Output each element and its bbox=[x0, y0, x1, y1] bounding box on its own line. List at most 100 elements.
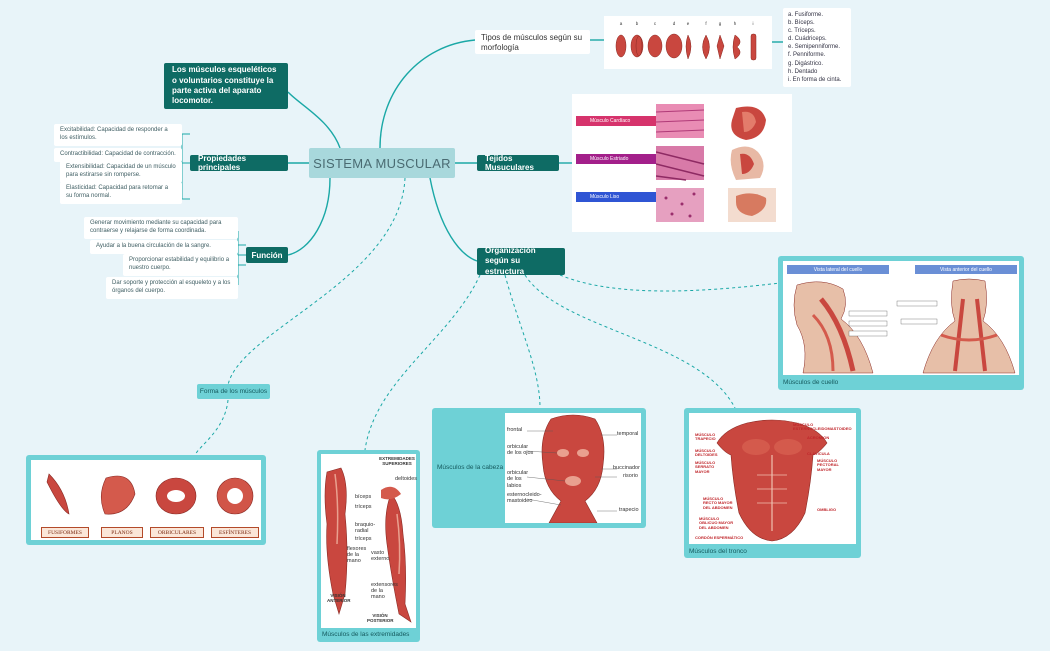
arm-label: deltoides bbox=[395, 476, 418, 482]
trunk-label: ACROMION bbox=[807, 435, 830, 440]
link-funcion bbox=[287, 177, 331, 256]
arm-label: tríceps bbox=[355, 536, 372, 542]
tronco-frame[interactable]: MÚSCULO TRAPECIO MÚSCULO DELTOIDES MÚSCU… bbox=[684, 408, 861, 558]
tipo-item: b. Bíceps. bbox=[788, 20, 815, 27]
muscle-shapes-illustration: a b c d e f g h i bbox=[615, 21, 757, 61]
shape-letter: i bbox=[753, 21, 754, 26]
link-intro bbox=[287, 91, 341, 149]
link-forma-img bbox=[194, 399, 229, 456]
tejidos-node[interactable]: Tejidos Musuculares bbox=[477, 154, 559, 172]
trunk-label: CLAVÍCULA bbox=[807, 451, 830, 456]
propiedades-node[interactable]: Propiedades principales bbox=[190, 154, 288, 172]
tronco-caption: Músculos del tronco bbox=[689, 548, 747, 555]
head-muscles-illustration bbox=[526, 414, 617, 524]
shape-letter: b bbox=[636, 21, 639, 26]
tejido-estriado-bar: Músculo Estriado bbox=[576, 154, 666, 164]
extremidades-caption: Músculos de las extremidades bbox=[322, 631, 410, 638]
trunk-label: MÚSCULO OBLICUO MAYOR DEL ABDOMEN bbox=[699, 516, 734, 530]
trunk-label: CORDÓN ESPERMÁTICO bbox=[695, 535, 744, 540]
neck-muscles-illustration bbox=[793, 278, 1016, 374]
bracket-prop bbox=[181, 133, 190, 200]
arm-label: EXTREMIDADES SUPERIORES bbox=[379, 456, 415, 466]
cuello-frame[interactable]: Vista lateral del cuello Vista anterior … bbox=[778, 256, 1024, 390]
funcion-item[interactable]: Ayudar a la buena circulación de la sang… bbox=[90, 240, 238, 254]
trunk-label: MÚSCULO ESTERNOCLEIDOMASTOIDEO bbox=[793, 422, 852, 432]
cuello-header-lateral: Vista lateral del cuello bbox=[787, 265, 889, 274]
forma-tag-fusiformes: FUSIFORMES bbox=[41, 527, 89, 538]
tipo-item: i. En forma de cinta. bbox=[788, 76, 842, 83]
extremidades-frame[interactable]: EXTREMIDADES SUPERIORES deltoides bíceps… bbox=[317, 450, 420, 642]
head-label: temporal bbox=[617, 431, 639, 437]
funcion-node[interactable]: Función bbox=[246, 247, 288, 263]
arm-label: VISIÓN POSTERIOR bbox=[367, 613, 394, 623]
tipos-list: a. Fusiforme. b. Bíceps. c. Tríceps. d. … bbox=[783, 8, 851, 87]
arm-label: extensores de la mano bbox=[371, 582, 398, 601]
shape-letter: f bbox=[705, 21, 707, 26]
shape-letter: e bbox=[687, 21, 690, 26]
arm-muscles-illustration bbox=[324, 467, 412, 623]
arm-label: tríceps bbox=[355, 504, 372, 510]
funcion-item[interactable]: Proporcionar estabilidad y equilibrio a … bbox=[123, 254, 238, 276]
tipo-item: f. Penniforme. bbox=[788, 52, 826, 59]
cuello-image: Vista lateral del cuello Vista anterior … bbox=[783, 261, 1019, 375]
tejidos-image: Músculo Cardíaco Músculo Estriado Múscul… bbox=[572, 94, 792, 232]
cabeza-image: frontal orbicular de los ojos orbicular … bbox=[505, 413, 641, 524]
arm-label: VISIÓN ANTERIOR bbox=[327, 593, 351, 603]
intro-node[interactable]: Los músculos esqueléticos o voluntarios … bbox=[164, 63, 288, 109]
head-label: esternocleido-mastoideo bbox=[507, 492, 542, 505]
head-label: orbicular de los ojos bbox=[507, 444, 534, 457]
muscle-forms-illustration bbox=[46, 473, 254, 515]
prop-item[interactable]: Excitabilidad: Capacidad de responder a … bbox=[54, 124, 182, 146]
prop-item[interactable]: Elasticidad: Capacidad para retomar a su… bbox=[60, 182, 182, 204]
bracket-funcion bbox=[237, 231, 246, 285]
forma-tag-planos: PLANOS bbox=[101, 527, 143, 538]
tejido-liso-bar: Músculo Liso bbox=[576, 192, 666, 202]
trunk-label: MÚSCULO RECTO MAYOR DEL ABDOMEN bbox=[703, 496, 733, 510]
tronco-image: MÚSCULO TRAPECIO MÚSCULO DELTOIDES MÚSCU… bbox=[689, 413, 856, 544]
head-label: trapecio bbox=[619, 507, 639, 513]
arm-label: vasto externo bbox=[371, 550, 390, 563]
arm-label: flexores de la mano bbox=[347, 546, 367, 565]
link-cabeza bbox=[504, 274, 541, 409]
trunk-label: OMBLIGO bbox=[817, 507, 837, 512]
shape-letter: d bbox=[673, 21, 676, 26]
link-forma bbox=[227, 177, 406, 386]
trunk-label: MÚSCULO SERRATO MAYOR bbox=[695, 460, 716, 474]
head-label: frontal bbox=[507, 427, 523, 433]
link-tronco bbox=[524, 274, 736, 409]
arm-label: braquio-radial bbox=[355, 522, 376, 535]
tipo-item: e. Semipenniforme. bbox=[788, 44, 841, 51]
link-cuello bbox=[559, 274, 781, 292]
tissue-illustrations bbox=[656, 104, 776, 222]
tipo-item: a. Fusiforme. bbox=[788, 12, 824, 18]
link-extremidades bbox=[364, 274, 481, 451]
arm-label: bíceps bbox=[355, 494, 372, 500]
forma-node[interactable]: Forma de los músculos bbox=[197, 384, 270, 399]
prop-item[interactable]: Contractibilidad: Capacidad de contracci… bbox=[54, 148, 182, 162]
forma-tag-esfinteres: ESFÍNTERES bbox=[211, 527, 259, 538]
shape-letter: h bbox=[734, 21, 737, 26]
forma-frame: FUSIFORMES PLANOS ORBICULARES ESFÍNTERES bbox=[26, 455, 266, 545]
cabeza-caption: Músculos de la cabeza bbox=[437, 464, 504, 471]
prop-item[interactable]: Extensibilidad: Capacidad de un músculo … bbox=[60, 161, 182, 183]
trunk-label: MÚSCULO TRAPECIO bbox=[695, 432, 716, 442]
trunk-muscles-illustration bbox=[716, 419, 828, 542]
shape-letter: a bbox=[620, 21, 623, 26]
cuello-header-anterior: Vista anterior del cuello bbox=[915, 265, 1017, 274]
extremidades-image: EXTREMIDADES SUPERIORES deltoides bíceps… bbox=[321, 454, 418, 628]
tipo-item: h. Dentado bbox=[788, 68, 818, 75]
funcion-item[interactable]: Dar soporte y protección al esqueleto y … bbox=[106, 277, 238, 299]
cabeza-frame[interactable]: Músculos de la cabeza frontal orbicular … bbox=[432, 408, 646, 528]
forma-image: FUSIFORMES PLANOS ORBICULARES ESFÍNTERES bbox=[31, 460, 261, 540]
trunk-label: MÚSCULO PECTORAL MAYOR bbox=[817, 458, 839, 472]
tejido-cardiaco-bar: Músculo Cardíaco bbox=[576, 116, 666, 126]
head-label: buccinador bbox=[613, 465, 640, 471]
organizacion-node[interactable]: Organización según su estructura bbox=[477, 246, 565, 276]
central-topic[interactable]: SISTEMA MUSCULAR bbox=[309, 148, 455, 178]
tipo-item: c. Tríceps. bbox=[788, 28, 816, 35]
tipos-node[interactable]: Tipos de músculos según su morfología bbox=[475, 30, 590, 54]
funcion-item[interactable]: Generar movimiento mediante su capacidad… bbox=[84, 217, 238, 239]
trunk-label: MÚSCULO DELTOIDES bbox=[695, 448, 718, 458]
